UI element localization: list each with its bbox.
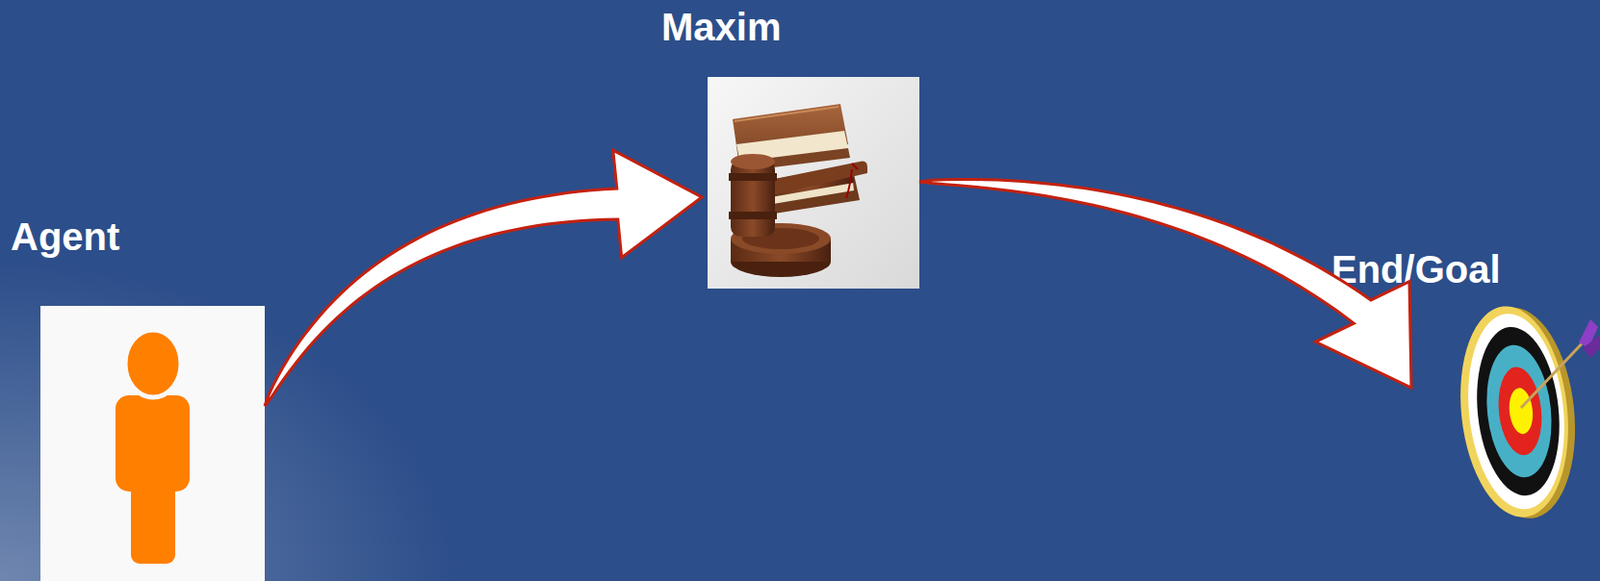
target-icon [1450, 300, 1586, 525]
agent-icon [40, 306, 265, 581]
gavel-picture [707, 77, 920, 289]
maxim-node: Maxim [707, 77, 920, 289]
node-heading: Maxim [661, 3, 782, 51]
target-arrow [1521, 319, 1600, 409]
person-head [125, 330, 181, 398]
node-heading: Agent [10, 213, 120, 260]
icon-background [40, 306, 265, 581]
person-legs [130, 471, 176, 565]
curved-arrow [919, 180, 1412, 389]
agent-node: Agent [40, 306, 265, 581]
curved-arrow [264, 150, 702, 407]
goal-node: End/Goal [1459, 306, 1600, 520]
node-heading: End/Goal [1331, 246, 1501, 293]
photo-background [707, 77, 920, 289]
